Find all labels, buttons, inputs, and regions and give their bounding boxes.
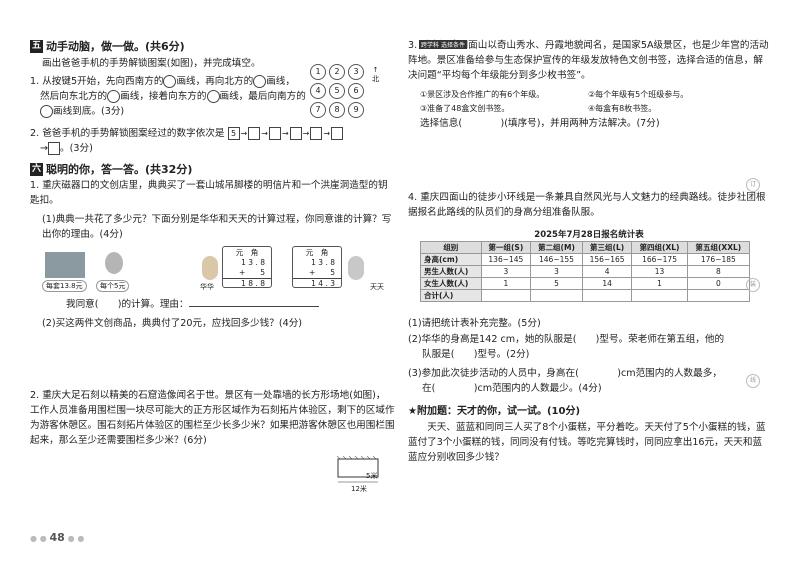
q6-4: 4. 重庆四面山的徒步小环线是一条兼具自然风光与人文魅力的经典路线。徒步社团根据… <box>408 192 766 218</box>
blank-circle <box>206 89 220 103</box>
option-1: ①景区涉及合作推广的有6个年级。 <box>420 90 545 99</box>
bonus-text: 天天、蓝蓝和同同三人买了8个小蛋糕，平分着吃。天天付了5个小蛋糕的钱，蓝蓝付了3… <box>408 422 766 463</box>
price-tag-postcard: 每套13.8元 <box>42 280 87 292</box>
dim-height: 5米 <box>366 472 378 480</box>
agree-line: 我同意( )的计算。理由： <box>66 297 319 312</box>
table-header-row: 组别第一组(S)第二组(M)第三组(L)第四组(XL)第五组(XXL) <box>420 241 751 254</box>
blank-circle <box>107 89 121 103</box>
keychain-image <box>105 252 123 274</box>
price-tag-keychain: 每个5元 <box>96 280 130 292</box>
section-5-intro: 画出爸爸手机的手势解锁图案(如图)，并完成填空。 <box>42 58 261 69</box>
q6-4-3: (3)参加此次徒步活动的人员中，身高在( )cm范围内的人数最多， 在( )cm… <box>408 368 722 394</box>
q5-1: 1. 从按键5开始，先向西南方的画线，再向北方的画线， 然后向东北方的画线，接着… <box>30 74 306 118</box>
stats-table: 组别第一组(S)第二组(M)第三组(L)第四组(XL)第五组(XXL) 身高(c… <box>420 241 751 302</box>
q6-4-2: (2)华华的身高是142 cm，她的队服是( )型号。荣老师在第五组，他的 队服… <box>408 334 725 360</box>
section-5-number: 五 <box>30 39 43 53</box>
binding-mark: 装 <box>746 278 760 292</box>
calc-tiantian: 元 角 1 3 . 8 + 5 1 4 . 3 <box>292 246 342 288</box>
tag-interdisciplinary: 跨学科 选择条件 <box>419 40 467 49</box>
option-4: ④每盒有8枚书签。 <box>588 104 657 113</box>
table-title: 2025年7月28日报名统计表 <box>534 230 644 240</box>
section-5-title: 五 动手动脑，做一做。(共6分) <box>30 39 185 53</box>
bonus-title: ★附加题：天才的你，试一试。(10分) <box>408 406 581 417</box>
q6-2: 2. 重庆大足石刻以精美的石窟造像闻名于世。景区有一处靠墙的长方形场地(如图)，… <box>30 390 395 446</box>
blank-circle <box>253 74 267 88</box>
blank-circle <box>40 104 53 118</box>
tiantian-avatar <box>348 256 364 280</box>
huahua-label: 华华 <box>200 283 214 291</box>
page-number: ● ● 48 ● ● <box>30 531 85 544</box>
rectangle-field-diagram <box>336 456 379 483</box>
q6-4-1: (1)请把统计表补充完整。(5分) <box>408 318 541 329</box>
option-3: ③准备了48盒文创书签。 <box>420 104 510 113</box>
binding-mark: 线 <box>746 374 760 388</box>
north-arrow-icon: ↑北 <box>372 66 379 83</box>
option-2: ②每个年级有5个班级参与。 <box>588 90 689 99</box>
q6-3: 3. 重庆江津四面山以奇山秀水、丹霞地貌闻名，是国家5A级景区，也是少年宫的活动… <box>408 40 769 81</box>
blank-circle <box>163 74 177 88</box>
huahua-avatar <box>202 256 218 280</box>
q5-2: 2. 爸爸手机的手势解锁图案经过的数字依次是 5→→→→→ →。(3分) <box>30 126 344 156</box>
q6-1-1: (1)典典一共花了多少元？下面分别是华华和天天的计算过程，你同意谁的计算？写出你… <box>42 214 392 240</box>
table-row: 合计(人) <box>420 289 751 302</box>
calc-huahua: 元 角 1 3 . 8 + 5 1 8 . 8 <box>222 246 272 288</box>
section-6-title: 六 聪明的你，答一答。(共32分) <box>30 162 193 176</box>
binding-mark: 订 <box>746 178 760 192</box>
dim-width: 12米 <box>351 485 367 493</box>
q6-1-2: (2)买这两件文创商品，典典付了20元，应找回多少钱？(4分) <box>42 318 303 329</box>
q6-1: 1. 重庆磁器口的文创店里，典典买了一套山城吊脚楼的明信片和一个洪崖洞造型的钥匙… <box>30 180 388 206</box>
choose-info: 选择信息( )(填序号)，并用两种方法解决。(7分) <box>420 118 660 129</box>
tiantian-label: 天天 <box>370 283 384 291</box>
postcard-image <box>45 252 85 278</box>
